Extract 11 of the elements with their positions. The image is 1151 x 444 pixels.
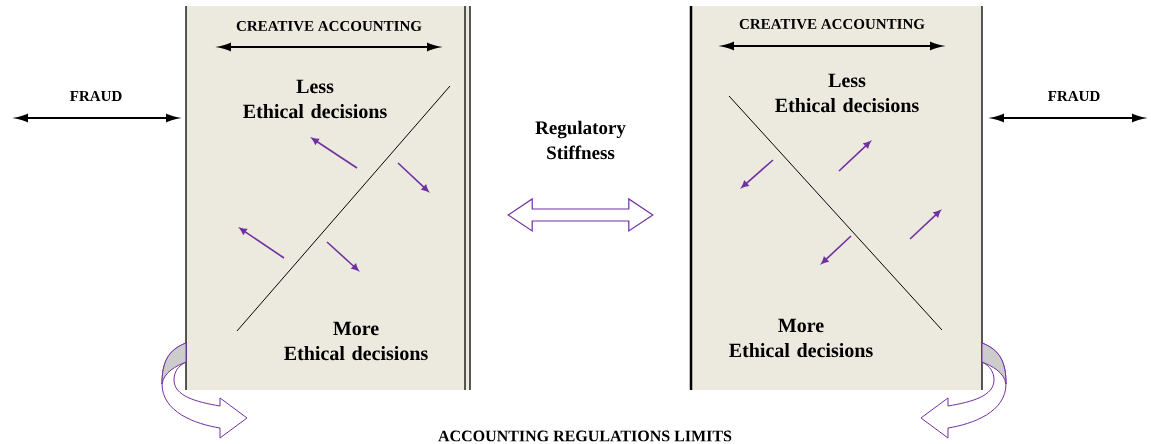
- label: FRAUD: [70, 91, 122, 101]
- label: FRAUD: [1048, 91, 1100, 101]
- block-arrow: [507, 197, 654, 233]
- decision-label: Less Ethical decisions: [775, 73, 919, 113]
- edge-label: Regulatory Stiffness: [535, 120, 626, 160]
- heading: CREATIVE ACCOUNTING: [236, 20, 422, 32]
- label: ACCOUNTING REGULATIONS LIMITS: [438, 430, 732, 442]
- decision-label: Less Ethical decisions: [243, 79, 387, 119]
- decision-label: More Ethical decisions: [729, 318, 873, 358]
- decision-label: More Ethical decisions: [284, 321, 428, 361]
- heading: CREATIVE ACCOUNTING: [739, 18, 925, 30]
